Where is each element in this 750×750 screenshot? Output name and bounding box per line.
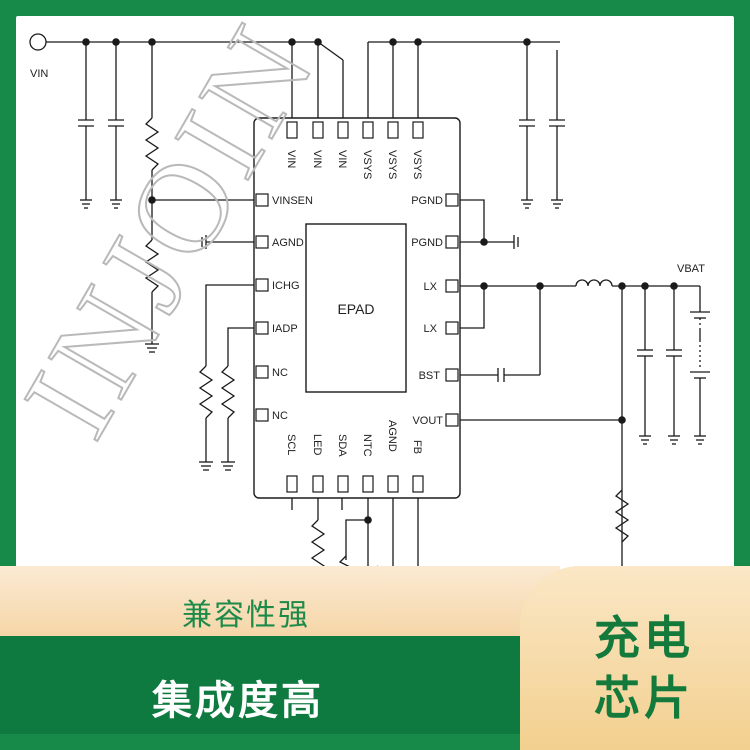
pin-label-left: NC [272,410,288,422]
pin-label-left: IADP [272,323,298,335]
product-title-line1: 充电 [594,611,694,665]
pin-label-top: VIN [336,150,348,168]
pin-label-top: VSYS [361,150,373,179]
product-badge [520,566,750,750]
feature-band-dark [0,636,545,734]
pin-label-left: ICHG [272,280,300,292]
vin-net-label: VIN [30,68,48,80]
pin-label-right: PGND [411,237,443,249]
charger-schematic: VIN VBAT EPAD VIN VIN VIN VSYS VSYS VSYS… [16,16,710,590]
pin-label-right: LX [424,281,438,293]
feature-secondary: 集成度高 [152,678,324,724]
pin-label-left: VINSEN [272,195,313,207]
pin-label-right: PGND [411,195,443,207]
pin-label-bottom: SDA [336,434,348,457]
pin-label-bottom: LED [311,434,323,455]
pin-label-left: NC [272,367,288,379]
pin-label-right: VOUT [412,415,443,427]
feature-primary: 兼容性强 [182,598,310,633]
pin-label-bottom: SCL [285,434,297,455]
pin-label-bottom: AGND [386,420,398,452]
epad-pad [305,223,407,393]
pin-label-left: AGND [272,237,304,249]
product-title-line2: 芯片 [594,671,694,725]
vbat-net-label: VBAT [677,263,705,275]
pin-label-bottom: NTC [361,434,373,457]
product-title: 充电 芯片 [594,608,714,728]
feature-band-light [0,566,560,636]
pin-label-right: LX [424,323,438,335]
pin-label-top: VSYS [386,150,398,179]
pin-label-bottom: FB [411,440,423,454]
pin-label-top: VIN [311,150,323,168]
pin-label-top: VSYS [411,150,423,179]
pin-label-right: BST [419,370,441,382]
epad-label: EPAD [337,301,374,317]
pin-label-top: VIN [285,150,297,168]
